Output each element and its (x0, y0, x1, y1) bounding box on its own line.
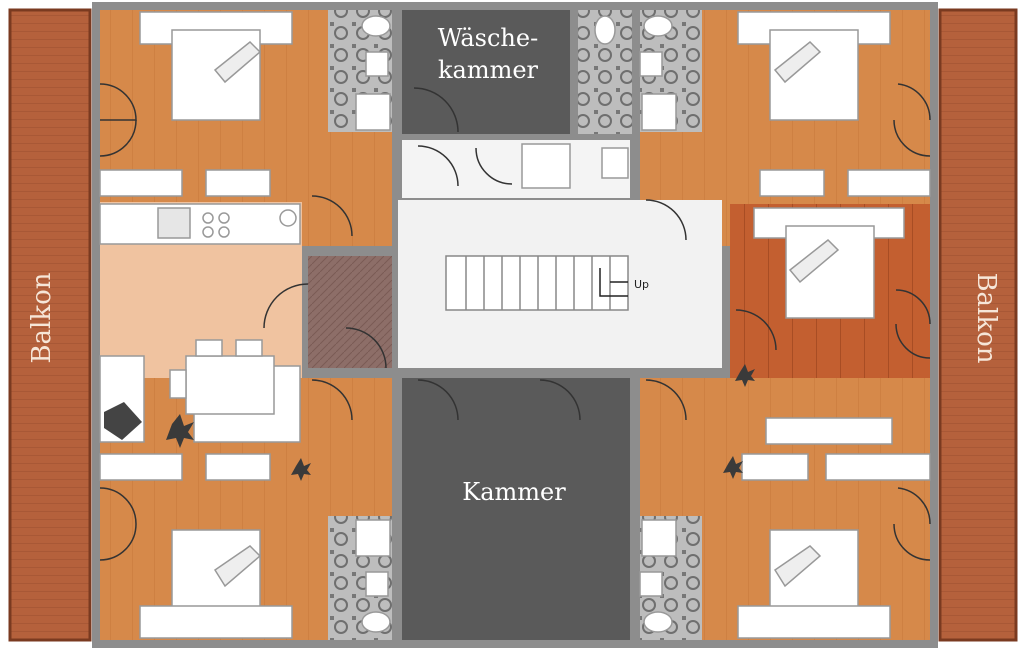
balcony-left-label: Balkon (27, 272, 57, 363)
stair-arrow-icon (599, 268, 628, 297)
bed-bottom-right (737, 529, 891, 639)
dining-table (169, 339, 275, 415)
balcony-right (938, 8, 1018, 642)
plant-icons (166, 364, 755, 481)
balcony-right-label: Balkon (971, 272, 1001, 363)
bed-top-left (139, 11, 293, 121)
staircase (445, 255, 629, 311)
armchair-icon (104, 402, 142, 440)
storage-label: Kammer (462, 478, 566, 506)
wardrobes (99, 169, 931, 481)
balcony-left (8, 8, 92, 642)
door-swings (99, 83, 931, 561)
bed-bottom-left (139, 529, 293, 639)
storage-room (402, 378, 630, 640)
stair-up-label: Up (634, 278, 649, 291)
bed-master (753, 207, 905, 319)
bath-fixtures (355, 15, 677, 633)
entry-room (308, 256, 392, 368)
laundry-label-line1: Wäsche- (438, 24, 538, 52)
small-hall (402, 140, 630, 198)
bed-top-right (737, 11, 891, 121)
laundry-room (402, 10, 570, 134)
laundry-label-line2: kammer (438, 56, 539, 84)
